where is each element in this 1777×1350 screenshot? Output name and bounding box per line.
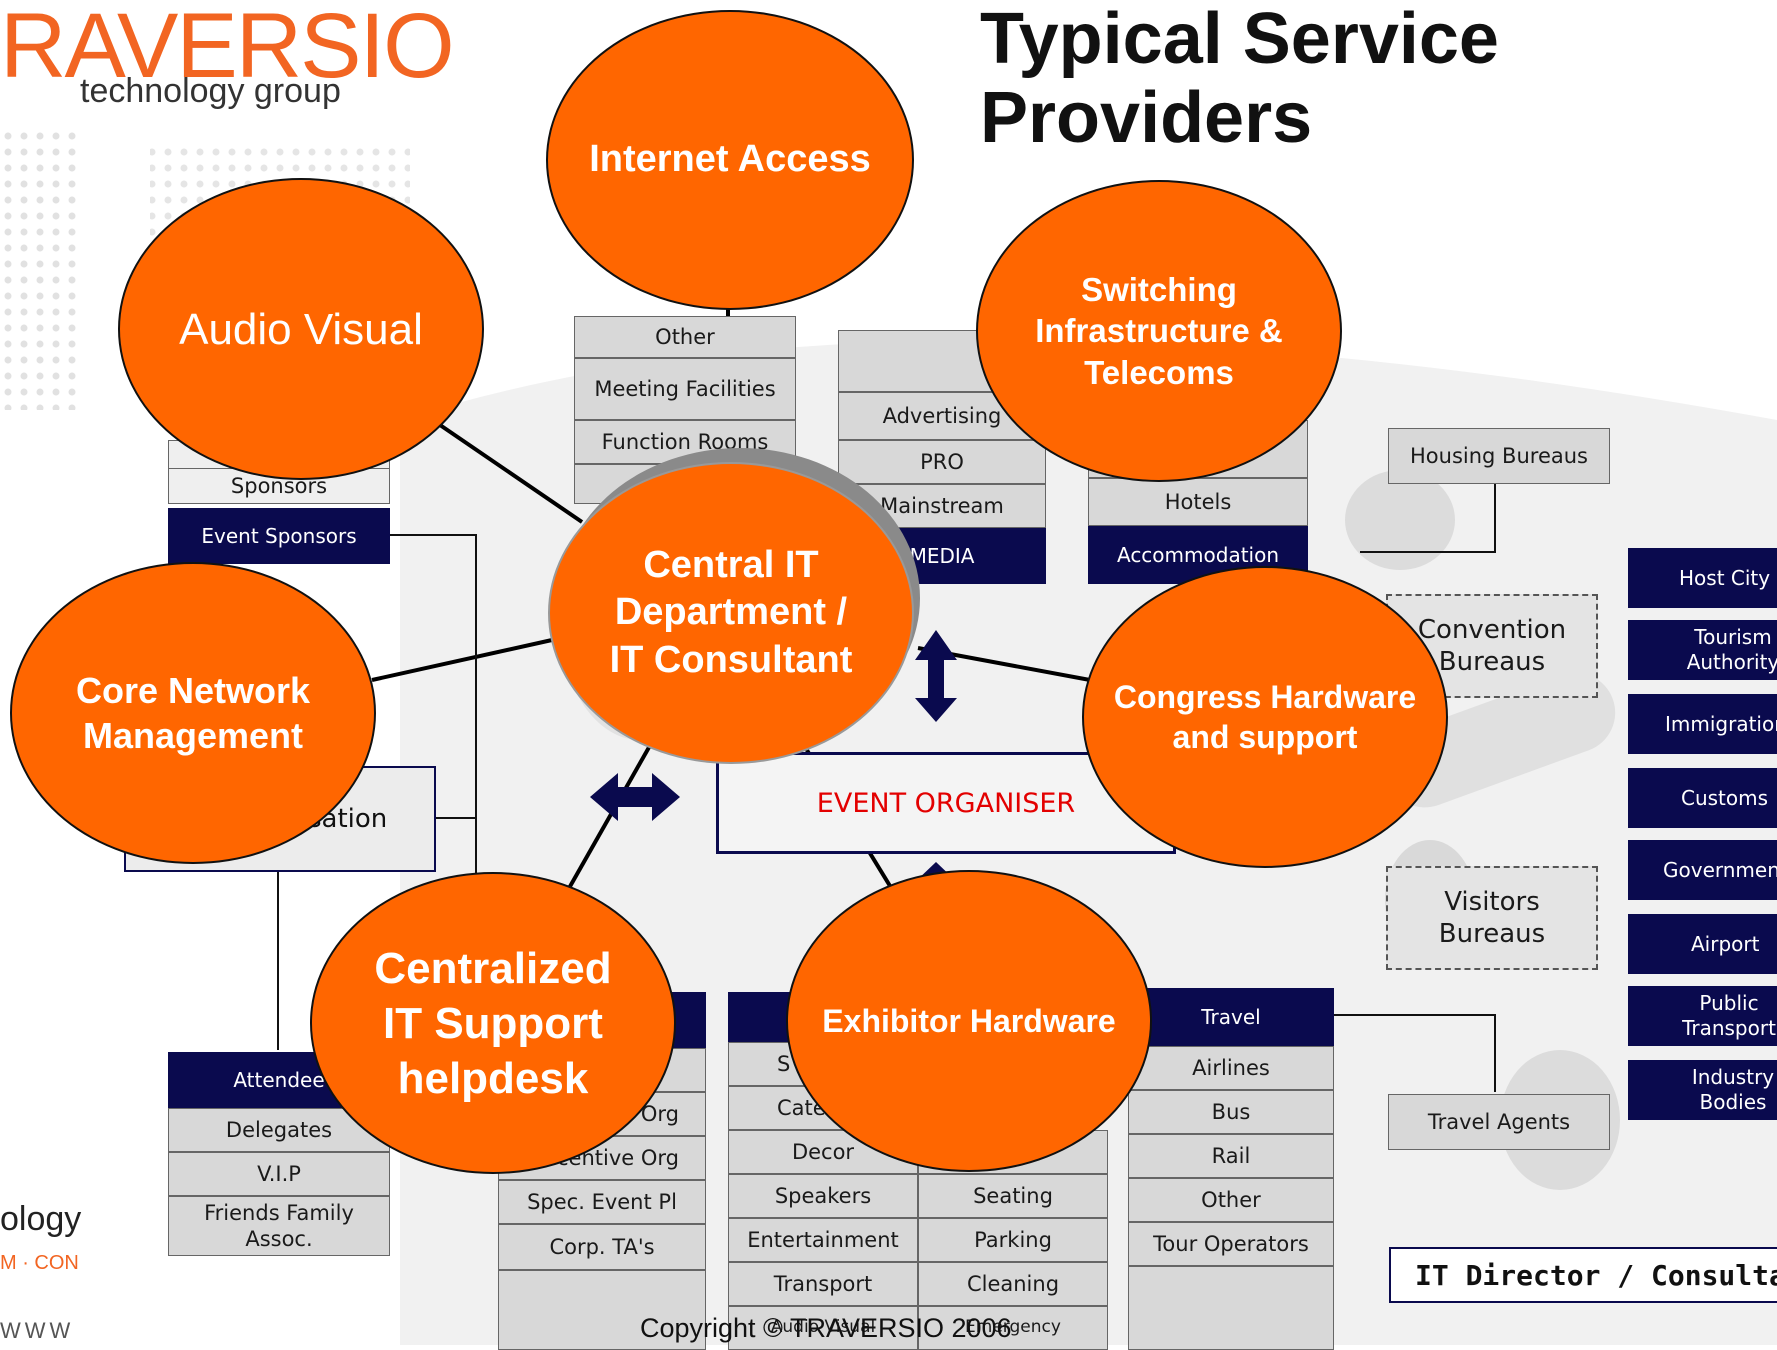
- provider-switching: Switching Infrastructure & Telecoms: [976, 180, 1342, 482]
- box-tour-operators: Tour Operators: [1128, 1222, 1334, 1266]
- box-travel-empty: [1128, 1266, 1334, 1350]
- provider-exhibitor-hardware: Exhibitor Hardware: [786, 870, 1152, 1172]
- box-transport: Transport: [728, 1262, 918, 1306]
- box-airlines: Airlines: [1128, 1046, 1334, 1090]
- provider-congress-hardware: Congress Hardware and support: [1082, 566, 1448, 868]
- box-rail: Rail: [1128, 1134, 1334, 1178]
- footer-brand-line: M · CON: [0, 1252, 79, 1274]
- box-meeting-facilities: Meeting Facilities: [574, 358, 796, 420]
- central-line-3: IT Consultant: [609, 638, 853, 681]
- box-travel-header: Travel: [1128, 988, 1334, 1046]
- helpdesk-line-2: IT Support: [383, 998, 603, 1048]
- internet-line-1: Internet Access: [589, 138, 871, 181]
- box-vip: V.I.P: [168, 1152, 390, 1196]
- box-organisers-empty: [498, 1270, 706, 1350]
- footer-brand-word: ology: [0, 1200, 82, 1238]
- traversio-logo: RAVERSIO technology group: [0, 0, 455, 110]
- provider-audio-visual: Audio Visual: [118, 178, 484, 480]
- box-public-transport: Public Transport: [1628, 986, 1777, 1046]
- box-airport: Airport: [1628, 914, 1777, 974]
- box-cleaning: Cleaning: [918, 1262, 1108, 1306]
- title-line-2: Providers: [980, 78, 1313, 159]
- box-hotels: Hotels: [1088, 478, 1308, 526]
- helpdesk-line-3: helpdesk: [397, 1053, 589, 1103]
- congress-line-1: Congress Hardware: [1113, 679, 1417, 715]
- exhibitor-line-1: Exhibitor Hardware: [822, 1003, 1116, 1039]
- it-director-box: IT Director / Consulta: [1389, 1247, 1777, 1303]
- box-government: Government: [1628, 840, 1777, 900]
- footer-brand-url: WWW: [0, 1318, 75, 1343]
- central-line-2: Department /: [614, 591, 848, 634]
- box-seating: Seating: [918, 1174, 1108, 1218]
- provider-helpdesk: Centralized IT Support helpdesk: [310, 872, 676, 1174]
- box-corp-tas: Corp. TA's: [498, 1224, 706, 1270]
- congress-line-2: and support: [1172, 719, 1358, 755]
- switching-line-1: Switching: [1081, 271, 1237, 309]
- box-emergency: Emergency: [918, 1306, 1108, 1350]
- box-spec-event-pl: Spec. Event Pl: [498, 1180, 706, 1224]
- box-tourism-authority: Tourism Authority: [1628, 620, 1777, 680]
- title-line-1: Typical Service: [980, 0, 1499, 79]
- logo-wordmark: RAVERSIO: [0, 0, 455, 97]
- switching-line-3: Telecoms: [1084, 353, 1234, 391]
- provider-central-it: Central IT Department / IT Consultant: [548, 462, 914, 764]
- box-housing-bureaus: Housing Bureaus: [1388, 428, 1610, 484]
- box-pro: PRO: [838, 440, 1046, 484]
- box-venues-other: Other: [574, 316, 796, 358]
- provider-internet-access: Internet Access: [546, 10, 914, 310]
- provider-core-network: Core Network Management: [10, 562, 376, 864]
- box-travel-agents: Travel Agents: [1388, 1094, 1610, 1150]
- box-travel-other: Other: [1128, 1178, 1334, 1222]
- audio-line-1: Audio Visual: [179, 304, 423, 354]
- box-speakers: Speakers: [728, 1174, 918, 1218]
- box-industry-bodies: Industry Bodies: [1628, 1060, 1777, 1120]
- box-visitors-bureaus: Visitors Bureaus: [1386, 866, 1598, 970]
- box-host-city: Host City: [1628, 548, 1777, 608]
- box-friends-family: Friends Family Assoc.: [168, 1196, 390, 1256]
- helpdesk-line-1: Centralized: [374, 943, 612, 993]
- central-line-1: Central IT: [643, 543, 819, 586]
- switching-line-2: Infrastructure &: [1035, 312, 1283, 350]
- logo-tagline: technology group: [80, 72, 341, 110]
- box-accommodation-header: Accommodation: [1088, 526, 1308, 584]
- core-line-1: Core Network: [75, 670, 311, 711]
- box-event-sponsors: Event Sponsors: [168, 508, 390, 564]
- box-immigration: Immigration: [1628, 694, 1777, 754]
- core-line-2: Management: [82, 715, 304, 756]
- copyright-notice: Copyright © TRAVERSIO 2006: [640, 1313, 1012, 1343]
- page-title: Typical Service Providers: [980, 0, 1499, 158]
- box-entertainment: Entertainment: [728, 1218, 918, 1262]
- box-bus: Bus: [1128, 1090, 1334, 1134]
- box-customs: Customs: [1628, 768, 1777, 828]
- box-parking: Parking: [918, 1218, 1108, 1262]
